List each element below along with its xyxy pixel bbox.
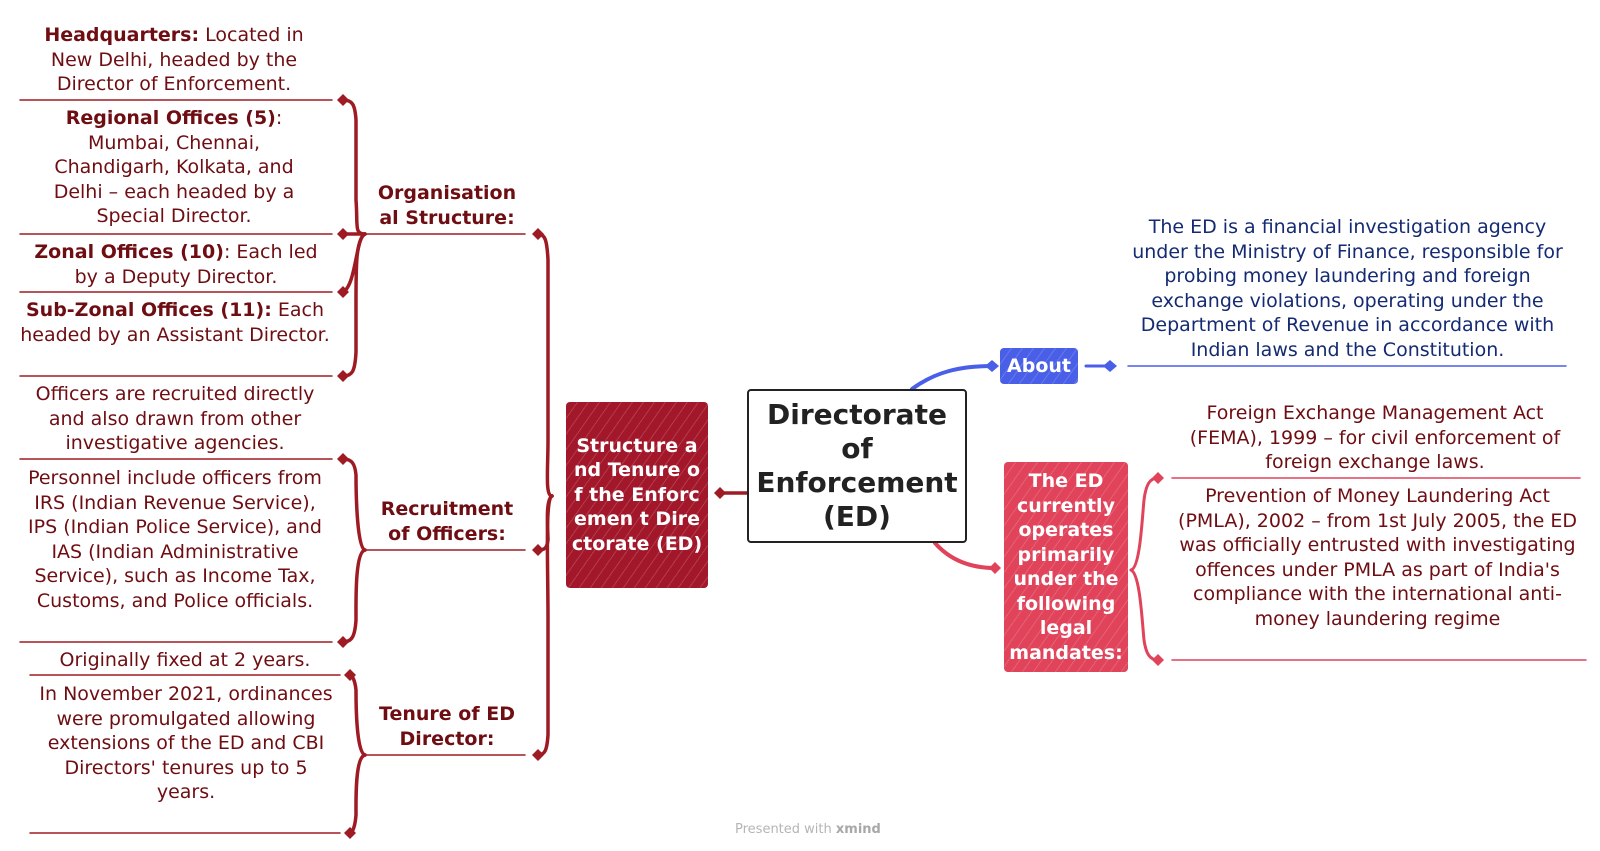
about-label: About — [1007, 354, 1071, 377]
root-line-4: (ED) — [823, 500, 891, 533]
watermark-prefix: Presented with — [735, 822, 832, 837]
tenure-item-text: Originally fixed at 2 years. — [59, 649, 311, 671]
tenure-topic[interactable]: Tenure of ED Director: — [372, 702, 522, 751]
tenure-item-1[interactable]: Originally fixed at 2 years. — [30, 648, 340, 673]
recruitment-topic[interactable]: Recruitment of Officers: — [372, 497, 522, 546]
root-line-3: Enforcement — [756, 466, 958, 499]
org-item-text: : Mumbai, Chennai, Chandigarh, Kolkata, … — [53, 107, 295, 227]
structure-topic[interactable]: Structure and Tenure of the Enforcemen t… — [566, 402, 708, 588]
mandate-item-text: Prevention of Money Laundering Act (PMLA… — [1178, 485, 1577, 630]
org-item-bold: Sub-Zonal Offices (11): — [25, 299, 272, 321]
org-item-text: Located in New Delhi, headed by the Dire… — [50, 24, 304, 95]
org-item-regional-offices[interactable]: Regional Offices (5): Mumbai, Chennai, C… — [44, 106, 304, 229]
about-description[interactable]: The ED is a financial investigation agen… — [1125, 215, 1570, 362]
org-item-bold: Zonal Offices (10) — [34, 241, 224, 263]
recruitment-item-text: Officers are recruited directly and also… — [35, 383, 315, 454]
structure-topic-label: Structure and Tenure of the Enforcemen t… — [571, 434, 703, 555]
org-item-zonal-offices[interactable]: Zonal Offices (10): Each led by a Deputy… — [28, 240, 324, 289]
recruitment-item-2[interactable]: Personnel include officers from IRS (Ind… — [20, 466, 330, 613]
watermark-brand: xmind — [835, 822, 881, 837]
root-line-2: of — [841, 432, 873, 465]
org-item-text: : Each led by a Deputy Director. — [74, 241, 318, 288]
org-item-bold: Headquarters: — [44, 24, 200, 46]
tenure-item-text: In November 2021, ordinances were promul… — [39, 683, 333, 803]
tenure-item-2[interactable]: In November 2021, ordinances were promul… — [36, 682, 336, 805]
watermark: Presented with xmind — [735, 822, 881, 837]
org-item-headquarters[interactable]: Headquarters: Located in New Delhi, head… — [24, 23, 324, 97]
org-item-sub-zonal-offices[interactable]: Sub-Zonal Offices (11): Each headed by a… — [20, 298, 330, 347]
org-structure-label: Organisational Structure: — [377, 182, 517, 229]
org-item-bold: Regional Offices (5) — [65, 107, 276, 129]
mandates-label: The ED currently operates primarily unde… — [1009, 470, 1123, 664]
mandate-item-text: Foreign Exchange Management Act (FEMA), … — [1189, 402, 1561, 473]
mandates-topic[interactable]: The ED currently operates primarily unde… — [1004, 462, 1128, 672]
root-topic[interactable]: Directorate of Enforcement (ED) — [747, 389, 967, 543]
tenure-label: Tenure of ED Director: — [379, 703, 515, 750]
mandate-item-fema[interactable]: Foreign Exchange Management Act (FEMA), … — [1170, 401, 1580, 475]
recruitment-label: Recruitment of Officers: — [380, 498, 514, 545]
about-topic[interactable]: About — [1000, 348, 1078, 384]
org-item-text: Each headed by an Assistant Director. — [20, 299, 330, 346]
org-structure-topic[interactable]: Organisational Structure: — [372, 181, 522, 230]
recruitment-item-text: Personnel include officers from IRS (Ind… — [28, 467, 322, 612]
root-line-1: Directorate — [767, 398, 947, 431]
mandate-item-pmla[interactable]: Prevention of Money Laundering Act (PMLA… — [1170, 484, 1585, 631]
about-text: The ED is a financial investigation agen… — [1132, 216, 1563, 361]
recruitment-item-1[interactable]: Officers are recruited directly and also… — [20, 382, 330, 456]
